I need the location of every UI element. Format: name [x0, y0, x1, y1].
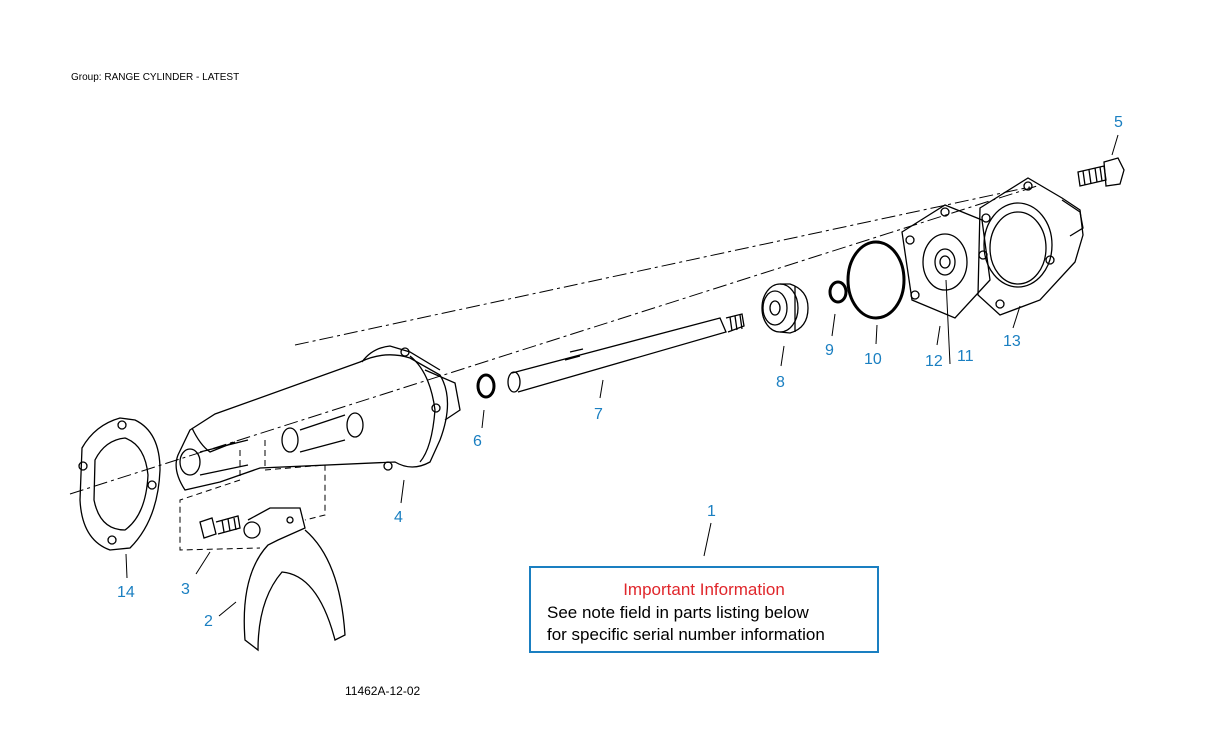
part-9-oring: [828, 280, 848, 304]
callout-7: 7: [594, 406, 603, 423]
figure-code: 11462A-12-02: [345, 684, 421, 698]
part-10-oring: [846, 240, 906, 320]
important-info-box: Important Information See note field in …: [529, 566, 879, 653]
part-4-housing: [175, 345, 461, 491]
part-7-shaft: [507, 313, 745, 393]
part-11-nut: [934, 248, 956, 276]
callout-6: 6: [473, 433, 482, 450]
part-12-cover: [901, 204, 991, 319]
part-3-bolt: [199, 515, 241, 539]
dashed-bracket: [179, 440, 326, 551]
part-13-cylinder: [977, 177, 1084, 316]
callout-10: 10: [864, 351, 882, 368]
info-line-1: See note field in parts listing below: [547, 603, 809, 622]
part-14-gasket: [78, 417, 161, 551]
callout-9: 9: [825, 342, 834, 359]
group-title: Group: RANGE CYLINDER - LATEST: [71, 72, 240, 83]
info-line-2: for specific serial number information: [547, 625, 825, 644]
callout-2: 2: [204, 613, 213, 630]
part-5-bolt: [1077, 157, 1125, 187]
part-2-fork: [243, 507, 346, 652]
callout-12: 12: [925, 353, 943, 370]
callout-leaders: [125, 134, 1119, 617]
centerline-upper: [294, 186, 1031, 346]
part-8-piston: [761, 283, 809, 334]
centerline: [69, 184, 1041, 495]
callout-4: 4: [394, 509, 403, 526]
info-title: Important Information: [623, 580, 785, 599]
callout-8: 8: [776, 374, 785, 391]
callout-1: 1: [707, 503, 716, 520]
callout-3: 3: [181, 581, 190, 598]
part-6-oring: [476, 373, 496, 399]
callout-14: 14: [117, 584, 135, 601]
callout-5: 5: [1114, 114, 1123, 131]
callout-11: 11: [957, 348, 974, 365]
callout-13: 13: [1003, 333, 1021, 350]
